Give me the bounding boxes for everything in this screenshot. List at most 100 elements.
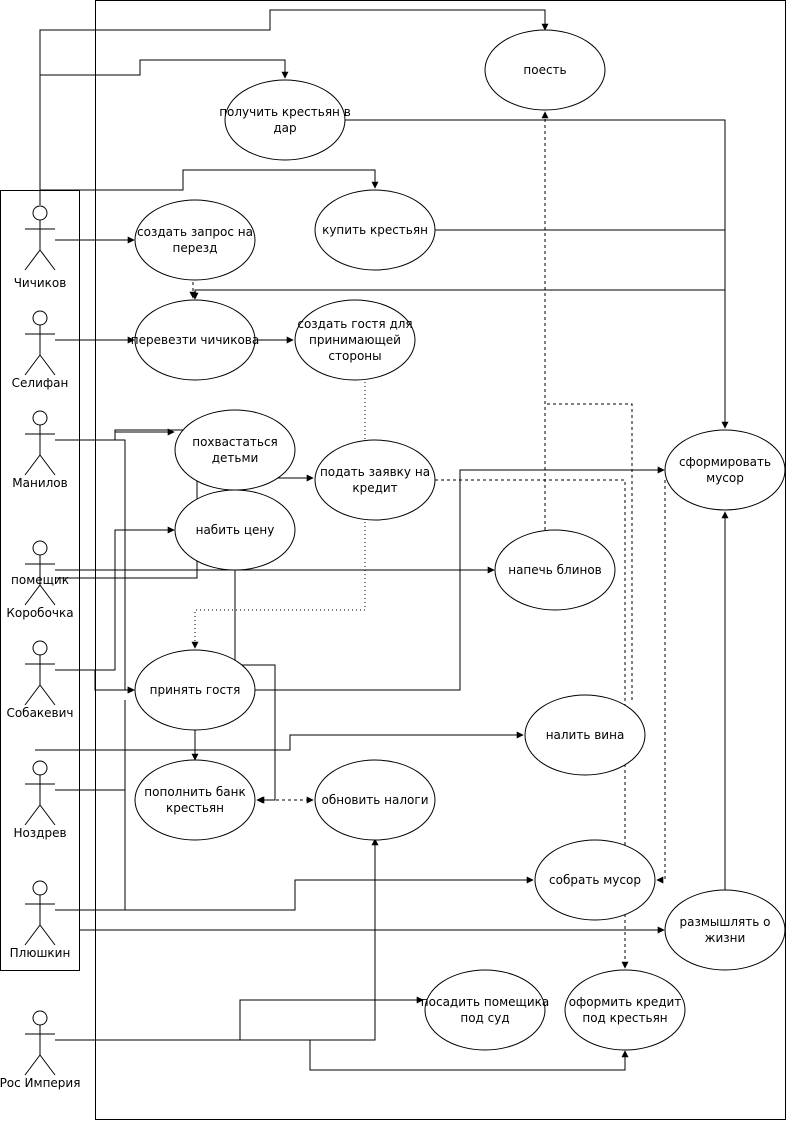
actor-label: Собакевич <box>6 706 73 720</box>
usecase-ellipse <box>134 649 256 731</box>
usecase-perevezti: перевезти чичикова <box>131 299 259 381</box>
usecase-ellipse <box>174 409 296 491</box>
usecase-ellipse <box>524 694 646 776</box>
usecase-ellipse <box>564 969 686 1051</box>
usecase-label: налить вина <box>546 728 625 742</box>
usecase-kupit: купить крестьян <box>314 189 436 271</box>
edge-sobakevich-nabit <box>55 526 175 671</box>
usecase-label: мусор <box>706 471 744 485</box>
usecase-ellipse <box>134 199 256 281</box>
usecase-label: кредит <box>352 481 397 495</box>
actor-label: Чичиков <box>14 276 67 290</box>
usecase-ellipse <box>314 439 436 521</box>
usecase-bliny: напечь блинов <box>494 529 616 611</box>
stick-figure-icon <box>24 1010 56 1076</box>
usecase-poluchit: получить крестьян в дар <box>219 79 351 161</box>
usecase-ellipse <box>424 969 546 1051</box>
actor-label: Коробочка <box>6 606 73 620</box>
stick-figure-icon <box>24 640 56 706</box>
usecase-prinyat: принять гостя <box>134 649 256 731</box>
actor-ros_imperia: Рос Империя <box>0 1010 80 1090</box>
edge-prinyat-sformirovat <box>255 466 665 691</box>
edge-koroboch-nabit <box>55 569 126 578</box>
usecase-label: похвастаться <box>192 435 278 449</box>
actor-sobakevich: Собакевич <box>6 640 74 720</box>
actor-plyushkin: Плюшкин <box>10 880 70 960</box>
usecase-label: поесть <box>523 63 566 77</box>
edge-chichikov-kupit <box>40 169 379 191</box>
usecase-ellipse <box>134 299 256 381</box>
edge-chichikov-poest <box>39 9 549 205</box>
usecase-label: принимающей <box>309 333 401 347</box>
stick-figure-icon <box>24 310 56 376</box>
actor-label: Рос Империя <box>0 1076 80 1090</box>
usecase-ellipse <box>134 759 256 841</box>
edge-plyushkin-sobrat <box>55 876 534 911</box>
edge-chichikov-poluchit <box>39 59 289 190</box>
usecase-nalogi: обновить налоги <box>314 759 436 841</box>
usecase-ellipse <box>314 189 436 271</box>
usecase-label: набить цену <box>196 523 275 537</box>
usecase-label: жизни <box>705 931 746 945</box>
actor-korobochka: Коробочка <box>6 606 73 620</box>
usecase-razmyshlyat: размышлять о жизни <box>664 889 786 971</box>
usecase-label: дар <box>273 121 296 135</box>
edge-nozdrev-vino <box>35 731 524 751</box>
usecase-poest: поесть <box>484 29 606 111</box>
edge-plyushkin-prinyat <box>55 700 126 911</box>
usecase-nabit: набить цену <box>174 489 296 571</box>
usecase-sobrat: собрать мусор <box>534 839 656 921</box>
usecase-label: размышлять о <box>680 915 771 929</box>
usecase-label: получить крестьян в <box>219 105 351 119</box>
edge-kupit-sformirovat <box>435 229 726 428</box>
usecase-label: обновить налоги <box>322 793 429 807</box>
usecase-label: под крестьян <box>582 1011 667 1025</box>
stick-figure-icon <box>24 410 56 476</box>
stick-figure-icon <box>24 205 56 271</box>
usecase-label: напечь блинов <box>508 563 602 577</box>
usecase-ellipse <box>224 79 346 161</box>
usecase-zayavka: подать заявку на кредит <box>314 439 436 521</box>
usecase-ellipse <box>314 759 436 841</box>
usecase-oformit: оформить кредит под крестьян <box>564 969 686 1051</box>
dashed-connectors <box>189 111 666 969</box>
usecase-label: принять гостя <box>150 683 241 697</box>
edge-ros-nalogi <box>55 838 379 1041</box>
usecase-ellipse <box>174 489 296 571</box>
usecase-ellipse <box>294 299 416 381</box>
usecase-label: посадить помещика <box>421 995 549 1009</box>
stick-figure-icon <box>24 540 56 606</box>
actor-nozdrev: Ноздрев <box>13 760 67 840</box>
system-boundary <box>95 0 786 1120</box>
usecase-ellipse <box>664 889 786 971</box>
usecase-vino: налить вина <box>524 694 646 776</box>
usecase-label: стороны <box>328 349 381 363</box>
usecase-label: пополнить банк <box>144 785 245 799</box>
usecase-label: собрать мусор <box>549 873 641 887</box>
edge-gost-prinyat <box>191 382 366 649</box>
stick-figure-icon <box>24 760 56 826</box>
usecase-label: перезд <box>173 241 218 255</box>
usecase-ellipse <box>484 29 606 111</box>
actor-label: Селифан <box>12 376 69 390</box>
actor-label: Ноздрев <box>13 826 66 840</box>
actor-label: помещик <box>11 573 69 587</box>
edge-sobakevich-prinyat <box>55 669 135 694</box>
usecase-label: перевезти чичикова <box>131 333 259 347</box>
actor-chichikov: Чичиков <box>14 205 67 290</box>
usecase-label: оформить кредит <box>569 995 682 1009</box>
actor-label: Манилов <box>12 476 67 490</box>
usecase-ellipse <box>534 839 656 921</box>
usecase-ellipse <box>494 529 616 611</box>
edge-ros-oformit <box>55 1039 629 1071</box>
stick-figure-icon <box>24 880 56 946</box>
usecase-label: подать заявку на <box>320 465 430 479</box>
edge-poluchit-sformirovat <box>345 119 729 429</box>
usecase-label: детьми <box>212 451 259 465</box>
